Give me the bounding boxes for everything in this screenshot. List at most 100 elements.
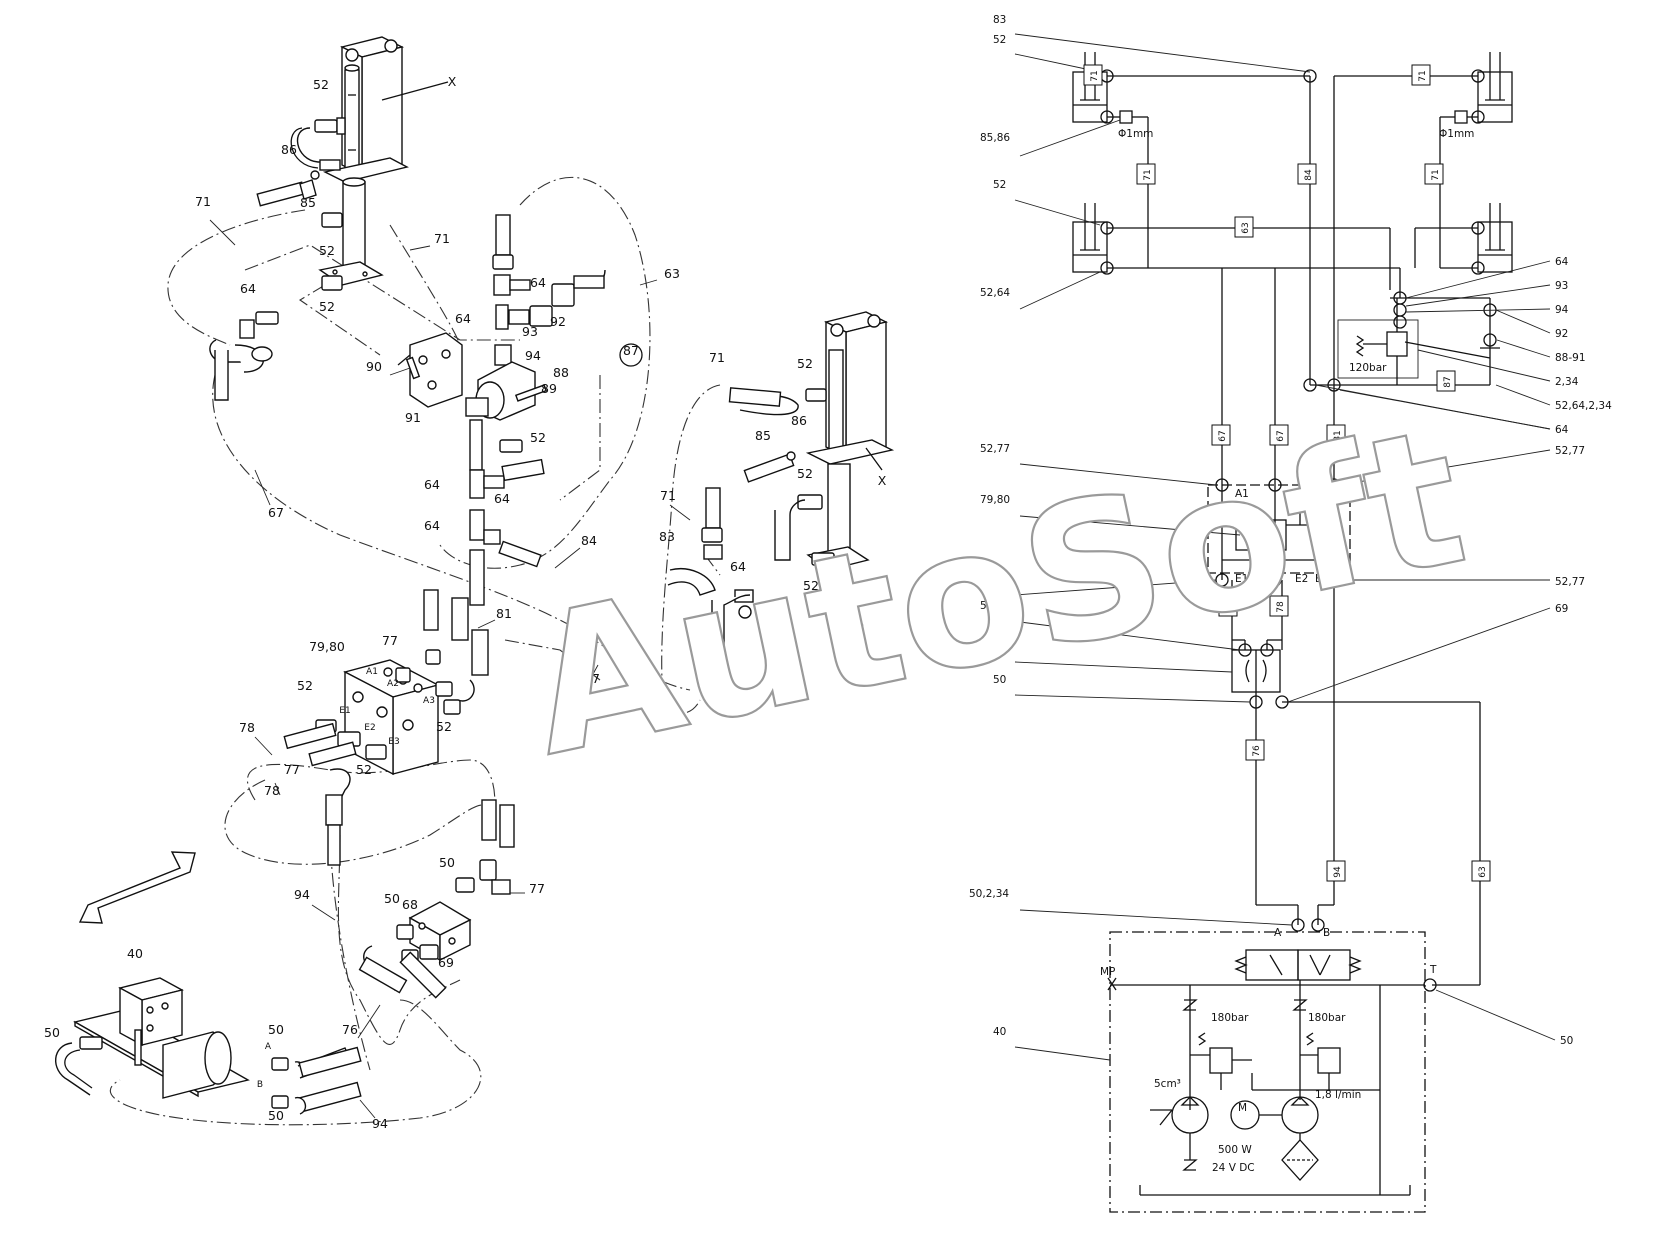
schematic-annotation: A1 [1235,488,1249,500]
schematic-annotation: E1 [1235,573,1248,585]
line-tag-box [1218,595,1238,617]
part-callout: 71 [660,488,676,503]
part-callout: 83 [659,529,675,544]
schematic-annotation: A [1274,927,1282,939]
schematic-annotation: MP [1100,966,1115,978]
part-callout: 94 [525,348,541,363]
part-callout: 52 [297,678,313,693]
part-callout: 50 [44,1025,60,1040]
part-callout: 52 [436,719,452,734]
schematic-annotation: E2 [1295,573,1308,585]
schematic-label: 50,77 [980,600,1010,612]
part-callout: 68 [402,897,418,912]
line-tag: 71 [1090,70,1100,81]
schematic-label: 52,77 [980,443,1010,455]
upper-fittings [209,117,346,401]
part-callout: 90 [366,359,382,374]
part-callout: 85 [300,195,316,210]
part-callout: 78 [264,783,280,798]
line-tag: 71 [1143,169,1153,180]
part-callout: 77 [284,762,300,777]
manifold-block [283,589,489,866]
schematic-label: 52 [993,179,1006,191]
pump-unit [54,851,362,1115]
part-callout: 92 [550,314,566,329]
schematic-label: 2,34 [1555,376,1579,388]
part-callout: 88 [553,365,569,380]
part-callout: 64 [455,311,471,326]
line-tag-box [1326,860,1346,882]
line-tag-box [1411,64,1431,86]
part-callout: 77 [529,881,545,896]
part-callout: 76 [342,1022,358,1037]
part-callout: 71 [195,194,211,209]
port-letter: A1 [366,667,378,677]
schematic-label: 88-91 [1555,352,1586,364]
part-callout: 50 [268,1108,284,1123]
part-callout: 93 [522,324,538,339]
part-callout: 52 [530,430,546,445]
line-tag: 71 [1431,169,1441,180]
line-tag: 71 [1418,70,1428,81]
part-callout: 64 [530,275,546,290]
part-callout: 67 [584,671,600,686]
line-tag: 87 [1443,376,1453,387]
cylinder-top [318,36,449,286]
line-tag-box [1083,64,1103,86]
line-tag-box [1424,163,1444,185]
exploded-assembly: X528685717152645264649392638790948891895… [44,36,895,1131]
schematic-annotation: M [1238,1102,1247,1114]
part-callout: 64 [424,477,440,492]
part-callout: 50 [268,1022,284,1037]
line-tag-box [1245,739,1265,761]
part-callout: 81 [496,606,512,621]
port-letter: A2 [387,679,399,689]
part-callout: 84 [581,533,597,548]
port-letter: A [265,1042,272,1052]
part-callouts: X528685717152645264649392638790948891895… [44,74,887,1131]
part-callout: 71 [434,231,450,246]
part-callout: 52 [319,243,335,258]
line-tag: 78 [1225,601,1235,613]
schematic-label: 50,2,34 [969,888,1009,900]
part-callout: 64 [730,559,746,574]
part-callout: 79,80 [309,639,345,654]
cylinder-right [728,311,895,571]
part-callout: 52 [797,466,813,481]
part-callout: X [448,74,457,89]
line-tag: 76 [1252,745,1262,757]
schematic-label: 52,64,2,34 [1555,400,1612,412]
part-callout: 52 [313,77,329,92]
part-callout: 67 [268,505,284,520]
port-letter: E1 [339,706,350,716]
part-callout: 94 [294,887,310,902]
central-fittings [397,214,606,606]
schematic-label: 64 [1555,256,1569,268]
line-tag: 78 [1276,601,1286,613]
line-tag-box [1471,860,1491,882]
schematic-label: 52,64 [980,287,1010,299]
schematic-annotation: Φ1mm [1118,128,1153,140]
schematic-label: 85,86 [980,132,1010,144]
callout-circle-87 [619,343,643,367]
schematic-label: 94 [1555,304,1569,316]
schematic-annotation: 180bar [1211,1012,1249,1024]
schematic-annotation: B [1323,927,1330,939]
relief-valve-120bar [1337,298,1500,385]
schematic-label: 79,80 [980,494,1010,506]
part-callout: 91 [405,410,421,425]
port-letter: A3 [423,696,435,706]
part-callout: 50 [439,855,455,870]
callout-leaders [209,219,691,1119]
part-callout: 52 [319,299,335,314]
schematic-annotation: 1,8 l/min [1315,1089,1361,1101]
part-callout: 69 [438,955,454,970]
selector-valve-block [1207,475,1351,580]
part-callout: 40 [127,946,143,961]
port-letter: E3 [388,737,399,747]
part-callout: 50 [384,891,400,906]
schematic-label: 52,77 [1555,576,1585,588]
cylinder-symbols-right [1477,52,1513,273]
schematic-annotation: E3 [1315,573,1328,585]
